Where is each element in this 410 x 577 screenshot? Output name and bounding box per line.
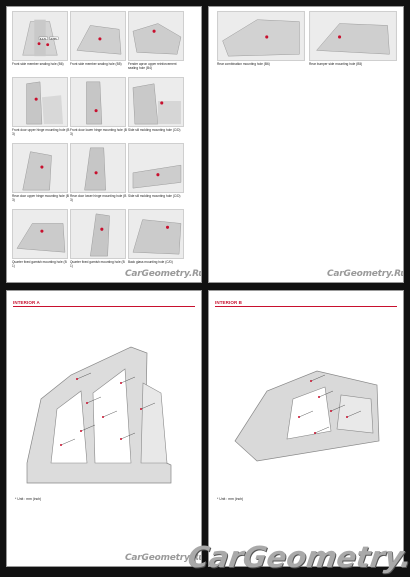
photo-caption: Front side member sealing hole (B6) <box>12 62 64 66</box>
page-4: INTERIOR B * Unit : mm (inch) <box>208 290 404 567</box>
photo-cell: Rear door lower hinge mounting hole (B 3… <box>70 143 126 207</box>
photo-cell: Back glass mounting hole (C/D) <box>128 209 184 273</box>
photo-caption: Front side member sealing hole (B5) <box>70 62 122 66</box>
photo-caption: Rear bumper side mounting hole (B5) <box>309 62 363 66</box>
section-rule <box>13 306 195 307</box>
page-3: INTERIOR A * Unit : mm (inch) CarGeometr… <box>6 290 202 567</box>
photo-cell: Front door upper hinge mounting hole (B … <box>12 77 70 141</box>
photo-caption: Rear door upper hinge mounting hole (B 3… <box>12 194 69 203</box>
body-photo <box>70 77 126 127</box>
body-photo <box>12 77 68 127</box>
site-watermark: CarGeometry.Ru <box>185 540 410 574</box>
photo-cell: Fender apron upper reinforcement sealing… <box>128 11 184 75</box>
photo-caption: Front door upper hinge mounting hole (B … <box>12 128 70 137</box>
interior-a-diagram <box>21 313 191 493</box>
unit-note: * Unit : mm (inch) <box>217 497 244 501</box>
unit-note: * Unit : mm (inch) <box>15 497 42 501</box>
body-photo <box>128 143 184 193</box>
photo-cell: Rear combination mounting hole (B6) <box>217 11 305 75</box>
body-photo <box>12 143 68 193</box>
photo-cell: Side sill molding mounting hole (C/D) <box>128 77 184 141</box>
photo-cell: Rear bumper side mounting hole (B5) <box>309 11 397 75</box>
photo-caption: Back glass mounting hole (C/D) <box>128 260 173 264</box>
photo-caption: Rear door lower hinge mounting hole (B 3… <box>70 194 127 203</box>
photo-caption: Fender apron upper reinforcement sealing… <box>128 62 177 71</box>
body-photo: A (LH) A (RH) <box>12 11 68 61</box>
body-photo <box>70 209 126 259</box>
photo-cell: Front side member sealing hole (B5) <box>70 11 126 75</box>
interior-b-diagram <box>227 321 387 481</box>
photo-caption: Rear combination mounting hole (B6) <box>217 62 270 66</box>
body-photo <box>309 11 397 61</box>
photo-cell: Front door lower hinge mounting hole (B … <box>70 77 127 141</box>
body-photo <box>70 11 126 61</box>
body-photo <box>70 143 126 193</box>
body-photo <box>128 209 184 259</box>
photo-caption: Quarter fixed garnish mounting hole (B 1… <box>70 260 125 269</box>
page-1: A (LH) A (RH) Front side member sealing h… <box>6 6 202 283</box>
photo-cell: Rear door upper hinge mounting hole (B 3… <box>12 143 69 207</box>
page-watermark: CarGeometry.Ru <box>125 553 202 563</box>
page-2: Rear combination mounting hole (B6) Rear… <box>208 6 404 283</box>
callout-a-lh: A (LH) <box>40 37 46 40</box>
photo-cell: Quarter fixed garnish mounting hole (B 1… <box>70 209 126 273</box>
section-rule <box>215 306 397 307</box>
photo-cell: Side sill molding mounting hole (C/D) <box>128 143 184 207</box>
body-photo <box>217 11 305 61</box>
photo-cell: Quarter fixed garnish mounting hole (B 1… <box>12 209 68 273</box>
photo-caption: Side sill molding mounting hole (C/D) <box>128 128 181 132</box>
photo-caption: Quarter fixed garnish mounting hole (B 1… <box>12 260 67 269</box>
page-watermark: CarGeometry.Ru <box>125 269 202 279</box>
callout-a-rh: A (RH) <box>51 37 58 40</box>
body-photo <box>128 11 184 61</box>
page-watermark: CarGeometry.Ru <box>327 269 404 279</box>
section-title: INTERIOR A <box>13 300 40 305</box>
body-photo <box>128 77 184 127</box>
body-photo <box>12 209 68 259</box>
photo-caption: Side sill molding mounting hole (C/D) <box>128 194 181 198</box>
photo-cell: A (LH) A (RH) Front side member sealing h… <box>12 11 68 75</box>
section-title: INTERIOR B <box>215 300 243 305</box>
photo-caption: Front door lower hinge mounting hole (B … <box>70 128 127 137</box>
